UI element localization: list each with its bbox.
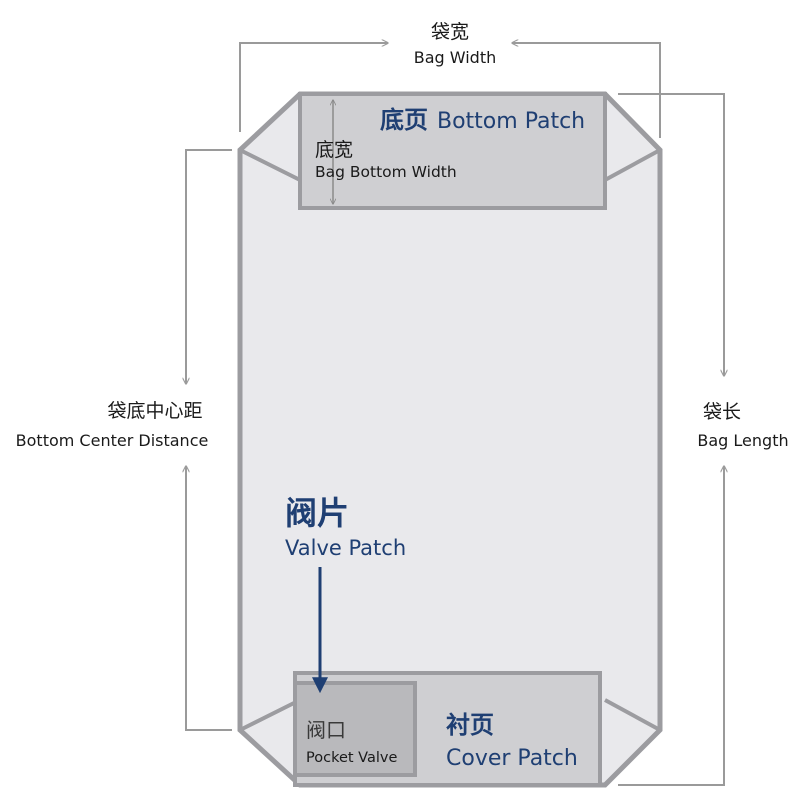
bottom-center-distance-label-zh: 袋底中心距 bbox=[107, 400, 202, 422]
bag-width-label-en: Bag Width bbox=[414, 48, 497, 67]
bag-length-dimension-top bbox=[618, 93, 724, 376]
bottom-center-distance-top bbox=[186, 149, 232, 384]
bottom-patch-label-en: Bottom Patch bbox=[437, 109, 585, 134]
top-fold-lines bbox=[239, 148, 661, 182]
bottom-center-distance-label-en: Bottom Center Distance bbox=[16, 431, 209, 450]
bag-bottom-width-label-en: Bag Bottom Width bbox=[315, 163, 457, 181]
valve-patch-label-zh: 阀片 bbox=[285, 494, 349, 532]
bottom-patch bbox=[298, 92, 607, 210]
bag-length-label-zh: 袋长 bbox=[703, 401, 741, 423]
cover-patch-label-zh: 衬页 bbox=[446, 711, 494, 739]
bottom-patch-label-zh: 底页 bbox=[380, 106, 428, 134]
bag-width-dimension-left bbox=[239, 43, 388, 132]
pocket-valve-label-zh: 阀口 bbox=[306, 718, 346, 742]
bag-length-dimension-bottom bbox=[618, 466, 724, 786]
cover-patch-label-en: Cover Patch bbox=[446, 746, 578, 771]
bottom-fold-lines bbox=[239, 698, 661, 732]
bag-bottom-width-label-zh: 底宽 bbox=[315, 139, 353, 161]
bag-length-label-en: Bag Length bbox=[697, 431, 788, 450]
bag-width-label-zh: 袋宽 bbox=[431, 21, 469, 43]
pocket-valve-label-en: Pocket Valve bbox=[306, 750, 397, 766]
pocket-valve bbox=[293, 681, 417, 777]
valve-patch-label-en: Valve Patch bbox=[285, 536, 406, 560]
bag-width-dimension-right bbox=[512, 43, 661, 138]
bottom-center-distance-bottom bbox=[186, 466, 232, 731]
